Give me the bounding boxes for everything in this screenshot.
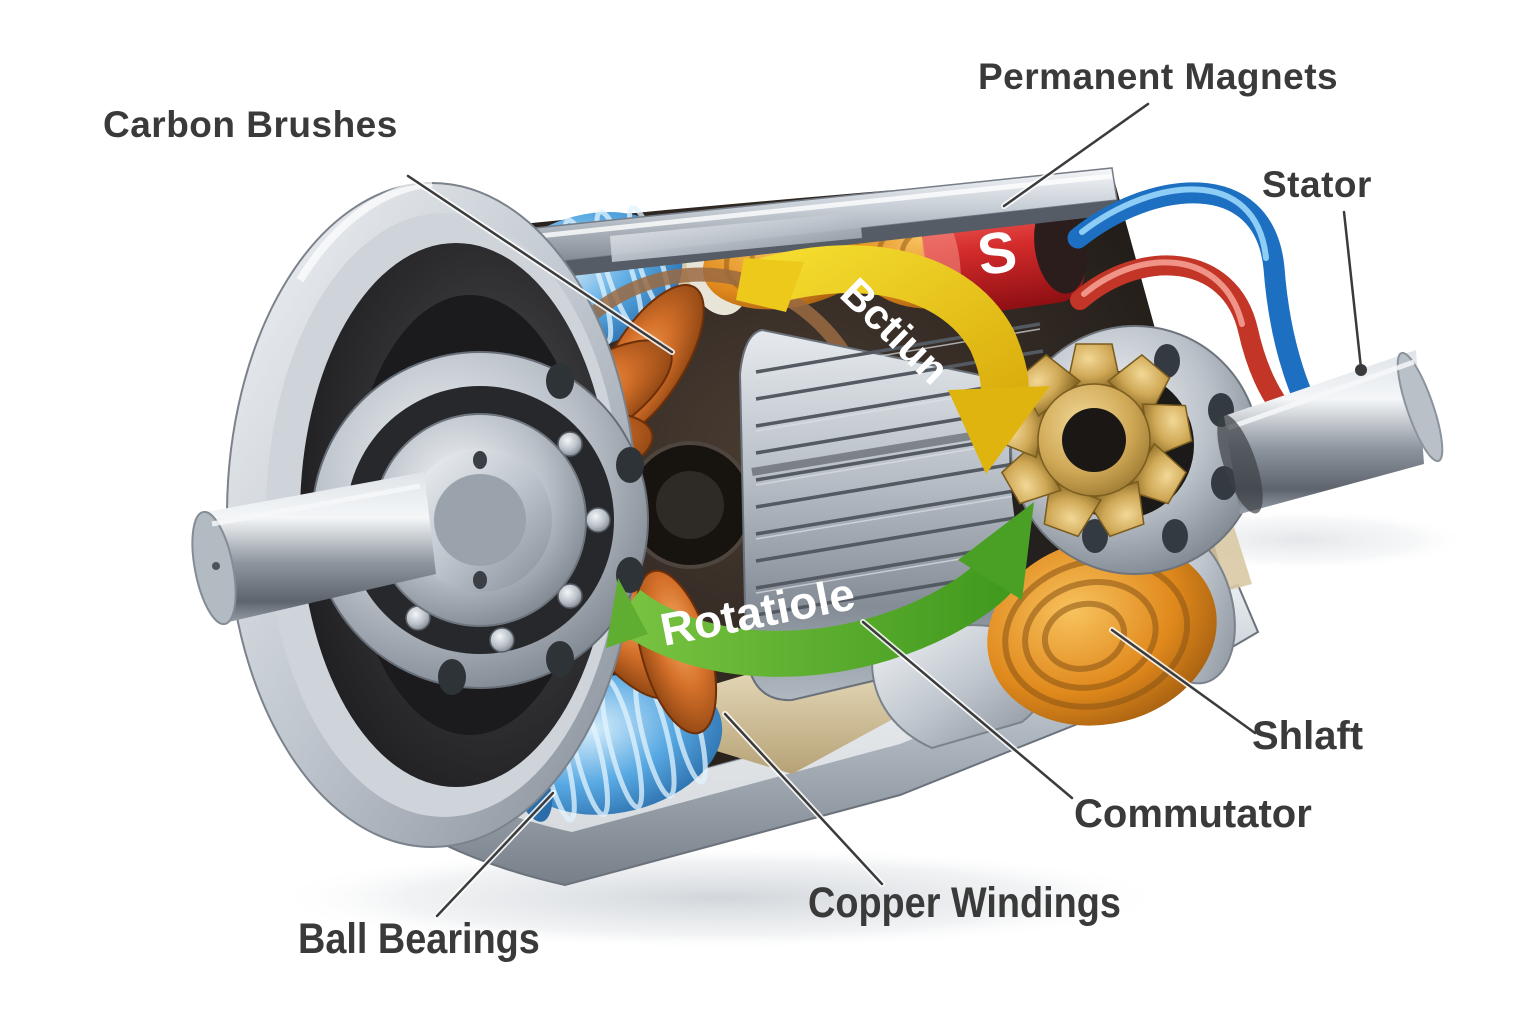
leader-shaft [1110, 628, 1257, 735]
ball-bearing-assembly [311, 351, 649, 695]
right-shaft [1217, 350, 1444, 514]
left-shaft [191, 472, 436, 626]
leader-commutator [861, 620, 1074, 800]
label-carbon-brushes: Carbon Brushes [103, 104, 398, 145]
label-ball-bearings: Ball Bearings [298, 915, 540, 963]
label-copper-windings: Copper Windings [808, 879, 1121, 927]
leader-carbon-brushes [406, 174, 674, 354]
leader-lines [405, 101, 1367, 919]
rotor-coil-bottom-right [987, 529, 1236, 726]
label-shaft: Shlaft [1252, 714, 1364, 758]
leader-stator [1342, 210, 1363, 370]
label-stator: Stator [1262, 164, 1372, 205]
bearing-balls [405, 431, 611, 653]
label-commutator: Commutator [1074, 792, 1312, 836]
leader-ball-bearings [435, 791, 555, 918]
magnet-pole-label: S [973, 218, 1020, 288]
leader-stator-dot [1355, 364, 1367, 376]
leader-permanent-magnets [1002, 102, 1150, 208]
commutator-gear [995, 343, 1193, 538]
bearing-bolt-holes [438, 363, 644, 695]
label-permanent-magnets: Permanent Magnets [978, 56, 1339, 97]
leader-copper-windings [723, 712, 884, 886]
ground-shadow [270, 846, 1170, 950]
